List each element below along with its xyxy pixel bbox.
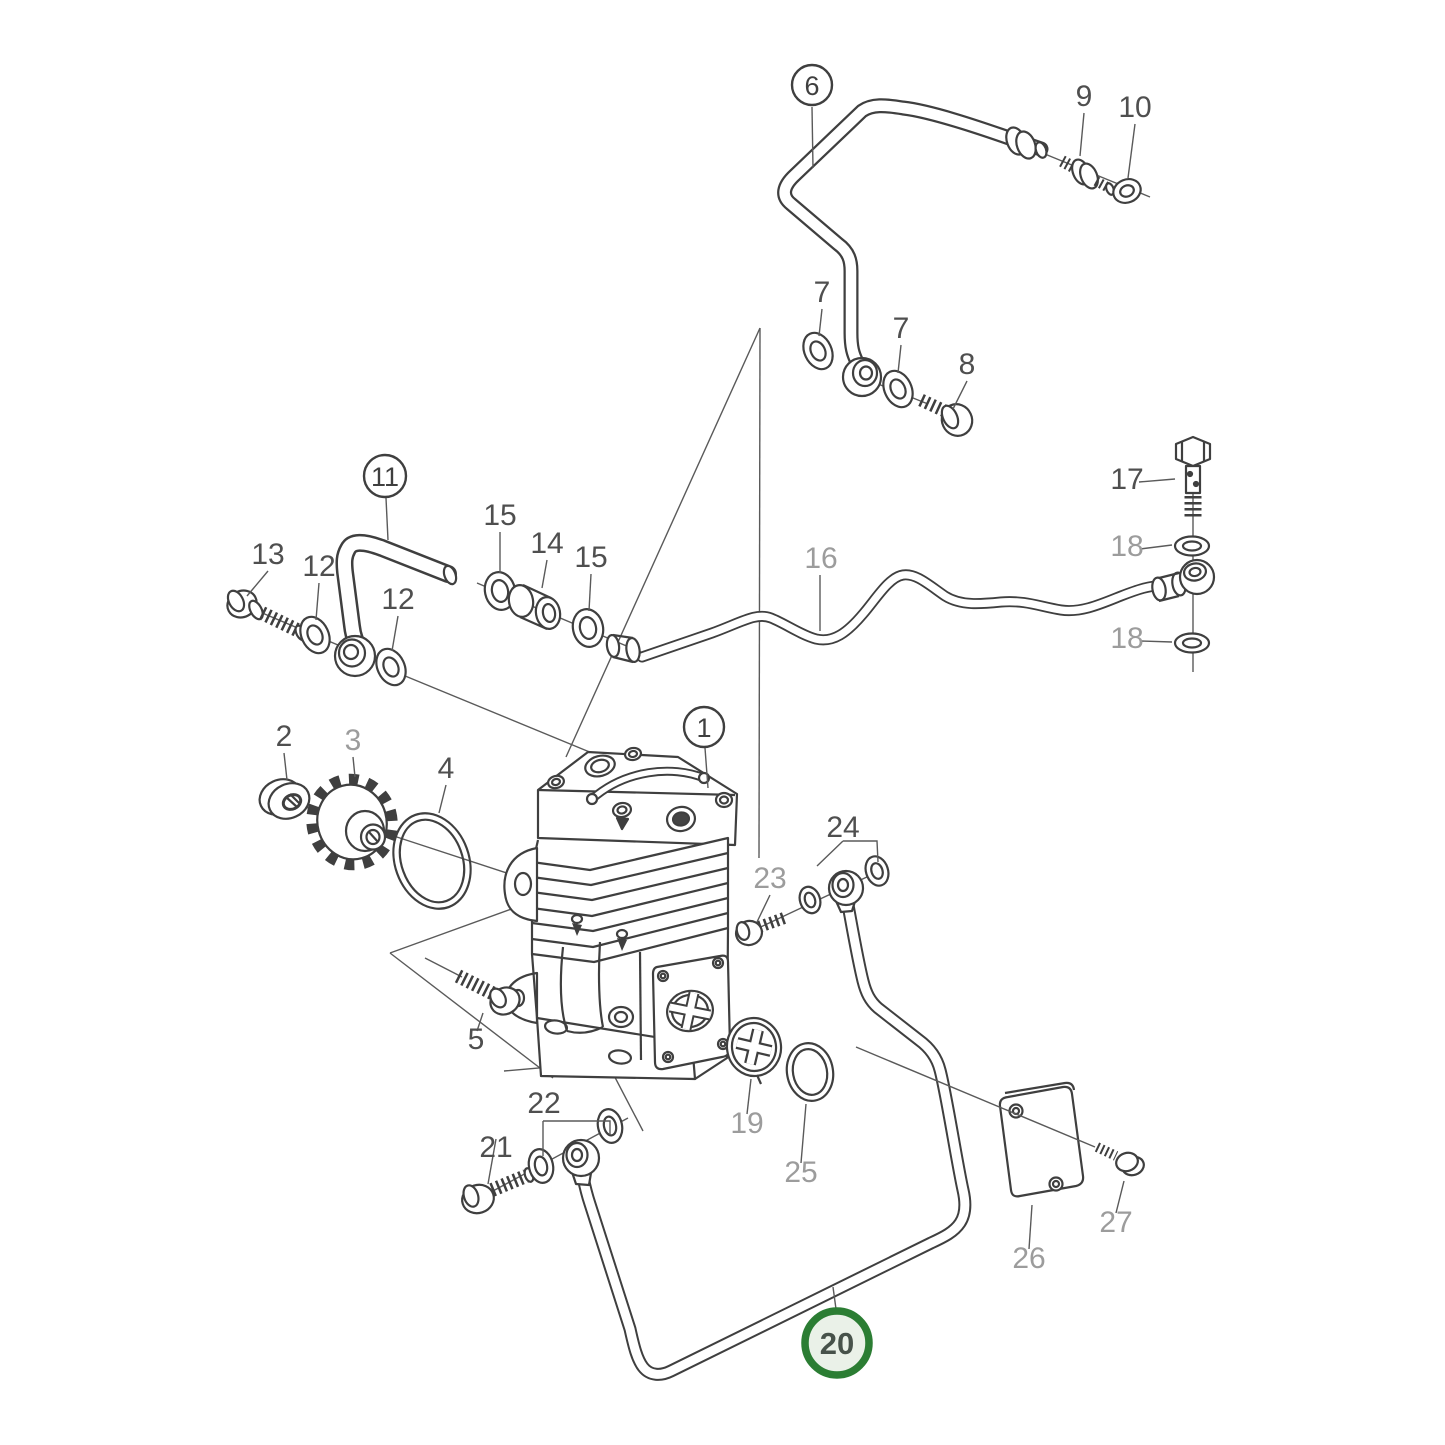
callout-13: 13 — [251, 538, 284, 571]
callout-22: 22 — [527, 1087, 560, 1120]
callout-24: 24 — [826, 811, 859, 844]
callout-10: 10 — [1118, 91, 1151, 124]
pipe-6 — [777, 98, 1049, 370]
port-cross — [668, 991, 712, 1031]
callout-18b: 18 — [1110, 622, 1143, 655]
o-ring-25 — [785, 1042, 835, 1102]
washer-18-upper — [1173, 535, 1211, 557]
head-port — [665, 805, 697, 833]
banjo-fitting-pipe6 — [841, 356, 883, 398]
head-front-bolt — [611, 801, 633, 831]
washer-12-left — [299, 615, 331, 655]
fin-studs — [572, 923, 627, 951]
callout-12b: 12 — [381, 583, 414, 616]
callout-5: 5 — [468, 1023, 485, 1056]
washer-7-left — [802, 331, 834, 371]
mounting-ear-upper — [503, 846, 539, 923]
port-plate — [651, 954, 732, 1071]
callout-7b: 7 — [893, 312, 910, 345]
pipe6-end-nut — [1005, 126, 1048, 160]
clamp-15-right — [571, 608, 605, 648]
callout-6[interactable]: 6 — [790, 63, 834, 107]
callout-14: 14 — [530, 527, 563, 560]
cylinder-head — [536, 750, 739, 847]
axis-line-26-27 — [855, 1046, 1096, 1148]
washer-12-right — [375, 647, 407, 687]
callout-9: 9 — [1076, 80, 1093, 113]
leader-lines — [246, 106, 1176, 1310]
banjo-fitting-pipe16 — [1151, 558, 1216, 603]
compressor-body — [503, 746, 739, 1081]
banjo-bolt-17 — [1174, 435, 1212, 519]
pipe-20 — [576, 898, 972, 1381]
callout-11[interactable]: 11 — [362, 453, 408, 499]
callout-2: 2 — [276, 720, 293, 753]
small-parts — [226, 126, 1216, 1215]
callouts: 6 11 1 9 10 7 7 8 13 12 12 15 14 15 16 1… — [251, 63, 1152, 1379]
cooling-fins — [530, 836, 730, 964]
callout-20-highlighted[interactable]: 20 — [801, 1307, 873, 1379]
head-arm-hole — [714, 791, 734, 809]
pipe16-end-fitting — [605, 633, 641, 664]
bolt-23 — [734, 911, 790, 947]
callout-15b: 15 — [574, 541, 607, 574]
washer-10 — [1112, 178, 1142, 204]
callout-12a: 12 — [302, 550, 335, 583]
callout-11-label: 11 — [371, 462, 399, 492]
o-ring-4 — [392, 812, 472, 910]
cover-plate-26 — [998, 1081, 1085, 1198]
callout-26: 26 — [1012, 1242, 1045, 1275]
callout-7a: 7 — [814, 276, 831, 309]
callout-3: 3 — [345, 724, 362, 757]
callout-1-label: 1 — [696, 713, 711, 743]
washer-24-left — [798, 885, 822, 915]
callout-8: 8 — [959, 348, 976, 381]
banjo-fitting-pipe20-upper — [827, 869, 865, 914]
clamp-15-left — [483, 571, 517, 611]
bolt-27 — [1094, 1142, 1145, 1177]
banjo-fitting-pipe11 — [333, 634, 377, 678]
callout-6-label: 6 — [804, 71, 819, 101]
washer-24-right — [864, 855, 890, 887]
valve-plate-19 — [725, 1016, 783, 1085]
fitting-9 — [1059, 155, 1116, 196]
head-plug — [584, 754, 616, 778]
bolt-8 — [918, 394, 974, 437]
pipe11-open-end — [442, 564, 458, 586]
gear-3 — [306, 773, 398, 871]
banjo-fitting-pipe20-lower — [561, 1138, 601, 1187]
callout-19: 19 — [730, 1107, 763, 1140]
washer-7-right — [882, 369, 914, 409]
callout-27: 27 — [1099, 1206, 1132, 1239]
bushing-14 — [507, 584, 562, 631]
callout-4: 4 — [438, 752, 455, 785]
washer-22-left — [527, 1148, 555, 1184]
callout-25: 25 — [784, 1156, 817, 1189]
callout-18a: 18 — [1110, 530, 1143, 563]
callout-15a: 15 — [483, 499, 516, 532]
nut-2 — [258, 778, 311, 820]
callout-21: 21 — [479, 1131, 512, 1164]
bolt-5 — [454, 969, 521, 1016]
callout-16: 16 — [804, 542, 837, 575]
callout-23: 23 — [753, 862, 786, 895]
callout-20-label: 20 — [820, 1326, 854, 1361]
head-bolt — [547, 746, 643, 790]
highlight-ring — [801, 1307, 873, 1379]
callout-1[interactable]: 1 — [682, 705, 726, 749]
callout-17: 17 — [1110, 463, 1143, 496]
washer-18-lower — [1173, 632, 1211, 654]
